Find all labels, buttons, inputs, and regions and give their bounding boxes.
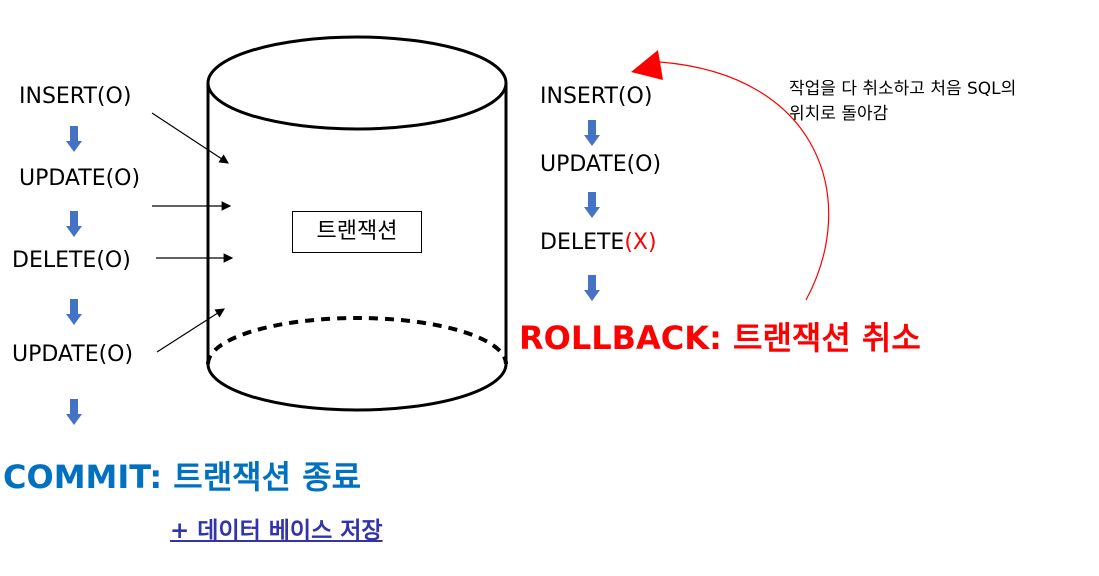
right-step-insert: INSERT(O) bbox=[540, 84, 653, 109]
rollback-curve-arrow bbox=[659, 61, 830, 301]
down-arrow-icon bbox=[66, 126, 82, 152]
right-step-delete: DELETE(X) bbox=[540, 232, 657, 254]
cylinder-top bbox=[206, 35, 508, 131]
rollback-heading: ROLLBACK: 트랜잭션 취소 bbox=[519, 319, 921, 357]
down-arrow-icon bbox=[66, 211, 82, 237]
down-arrow-icon bbox=[584, 275, 600, 301]
left-step-update-2: UPDATE(O) bbox=[12, 342, 134, 367]
cylinder-bottom-front bbox=[206, 363, 508, 412]
connector-arrow-update-2 bbox=[156, 308, 226, 353]
transaction-label: 트랜잭션 bbox=[292, 211, 422, 253]
down-arrow-icon bbox=[66, 399, 82, 425]
delete-label: DELETE bbox=[540, 230, 625, 255]
connector-arrow-insert bbox=[151, 112, 230, 164]
rollback-arrowhead bbox=[631, 50, 663, 80]
delete-failed-status: (X) bbox=[624, 230, 657, 255]
down-arrow-icon bbox=[584, 192, 600, 218]
rollback-note-line-1: 작업을 다 취소하고 처음 SQL의 bbox=[789, 79, 1017, 99]
down-arrow-icon bbox=[584, 120, 600, 146]
down-arrow-icon bbox=[66, 299, 82, 325]
rollback-note-line-2: 위치로 돌아감 bbox=[789, 104, 889, 124]
rollback-note: 작업을 다 취소하고 처음 SQL의 위치로 돌아감 bbox=[789, 77, 1089, 127]
left-step-delete: DELETE(O) bbox=[12, 248, 131, 273]
left-step-insert: INSERT(O) bbox=[19, 84, 132, 109]
transaction-cylinder bbox=[206, 35, 508, 412]
cylinder-bottom-back-dashed bbox=[206, 316, 508, 365]
right-step-update: UPDATE(O) bbox=[540, 152, 662, 177]
left-step-update-1: UPDATE(O) bbox=[19, 166, 141, 191]
save-to-database-link[interactable]: + 데이터 베이스 저장 bbox=[170, 518, 383, 544]
commit-heading: COMMIT: 트랜잭션 종료 bbox=[3, 458, 362, 496]
